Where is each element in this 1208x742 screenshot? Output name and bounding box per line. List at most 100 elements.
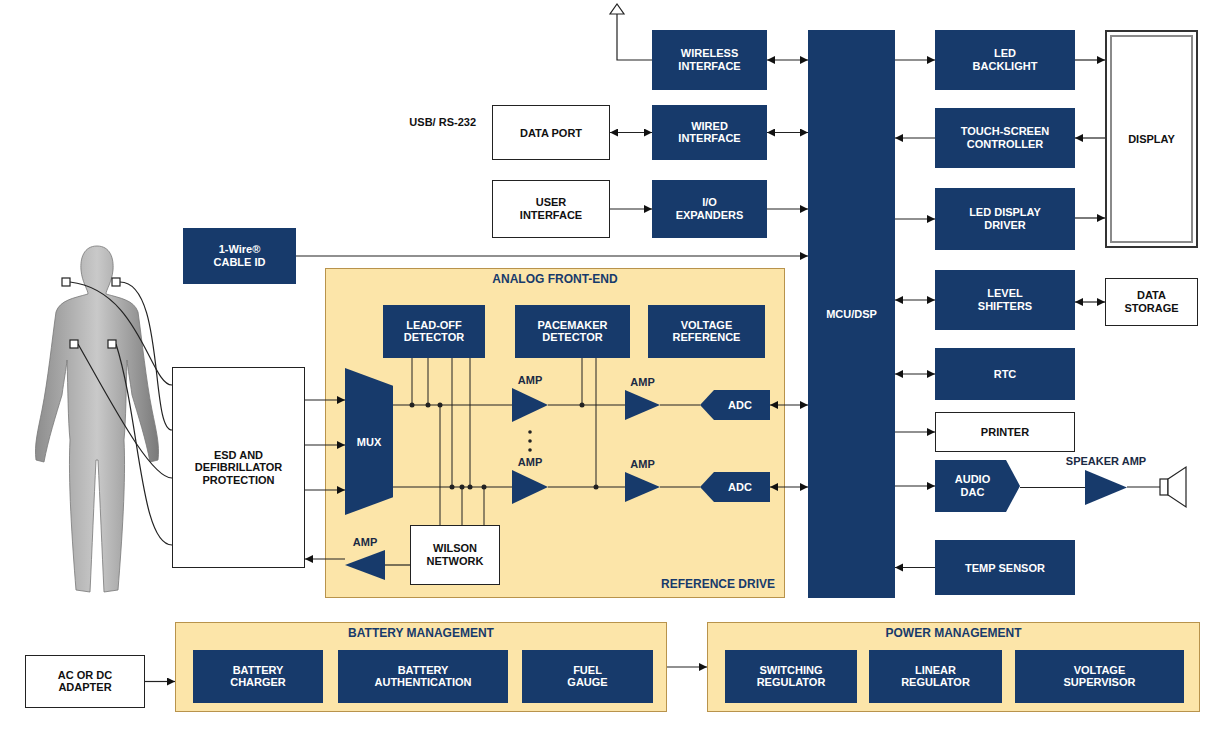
- amplifier-symbol: AMP: [345, 534, 385, 580]
- signal-connector: [895, 299, 935, 300]
- storage-box: DATA STORAGE: [1105, 278, 1198, 326]
- box-label: BATTERY AUTHENTICATION: [368, 664, 478, 689]
- signal-connector: [296, 255, 808, 256]
- regulator-block: LINEAR REGULATOR: [869, 650, 1002, 703]
- adc-symbol: ADC: [700, 390, 770, 420]
- driver-block: LED DISPLAY DRIVER: [935, 188, 1075, 250]
- gauge-block: FUEL GAUGE: [522, 650, 653, 703]
- box-label: MUX: [357, 435, 381, 448]
- electrode: [62, 278, 120, 348]
- box-label: BATTERY CHARGER: [218, 664, 298, 689]
- speaker: [1127, 467, 1186, 507]
- interface-block: WIRELESS INTERFACE: [652, 30, 767, 90]
- box-label: VOLTAGE SUPERVISOR: [1055, 664, 1145, 689]
- signal-connector: [610, 132, 652, 133]
- box-label: LED BACKLIGHT: [965, 47, 1045, 72]
- amplifier-symbol-shape: [625, 472, 660, 502]
- amplifier-symbol-outline: [625, 390, 660, 420]
- panel-title: POWER MANAGEMENT: [707, 627, 1200, 641]
- box-label: FUEL GAUGE: [553, 664, 623, 689]
- symbol-label: AMP: [518, 454, 542, 470]
- detector-block: PACEMAKER DETECTOR: [515, 305, 630, 358]
- port-label: USB/ RS-232: [406, 116, 476, 129]
- signal-connector: [660, 404, 700, 405]
- protection-box: ESD AND DEFIBRILLATOR PROTECTION: [172, 367, 305, 568]
- box-label: WIRELESS INTERFACE: [665, 47, 755, 72]
- power-panel: POWER MANAGEMENT SWITCHING REGULATOR LINEA…: [707, 622, 1200, 712]
- box-label: TEMP SENSOR: [965, 561, 1045, 574]
- signal-connector: [393, 486, 512, 487]
- auth-block: BATTERY AUTHENTICATION: [338, 650, 508, 703]
- display-box: DISPLAY: [1105, 30, 1198, 248]
- box-label: ESD AND DEFIBRILLATOR PROTECTION: [189, 449, 289, 487]
- signal-connector: [305, 444, 345, 445]
- adc-symbol-shape: [700, 472, 770, 502]
- box-label: DISPLAY: [1128, 133, 1175, 146]
- amplifier-symbol-outline: [345, 550, 385, 580]
- box-label: TOUCH-SCREEN CONTROLLER: [955, 125, 1055, 150]
- signal-connector: [305, 558, 345, 559]
- box-label: ADC: [728, 481, 752, 494]
- panel-title: ANALOG FRONT-END: [325, 273, 785, 287]
- box-label: SWITCHING REGULATOR: [746, 664, 836, 689]
- signal-connector: [767, 132, 808, 133]
- input-box: USER INTERFACE: [492, 180, 610, 238]
- symbol-label: AMP: [630, 374, 654, 390]
- symbol-label: SPEAKER AMP: [1066, 452, 1146, 470]
- signal-connector: [767, 59, 808, 60]
- box-label: AUDIO DAC: [948, 473, 998, 498]
- interface-block: LEVEL SHIFTERS: [935, 270, 1075, 330]
- adc-symbol: ADC: [700, 472, 770, 502]
- signal-connector: [895, 137, 935, 138]
- box-label: DATA STORAGE: [1117, 289, 1187, 314]
- box-label: WIRED INTERFACE: [670, 120, 750, 145]
- signal-connector: [895, 431, 935, 432]
- reference-block: VOLTAGE REFERENCE: [648, 305, 765, 358]
- amplifier-symbol-shape: [512, 388, 548, 422]
- adapter-box: AC OR DC ADAPTER: [25, 655, 145, 708]
- signal-connector: [1075, 217, 1105, 218]
- signal-connector: [1020, 487, 1085, 488]
- box-label: 1-Wire® CABLE ID: [205, 243, 275, 268]
- afe-panel: ANALOG FRONT-END REFERENCE DRIVE LEAD-OFF …: [325, 268, 785, 598]
- signal-connector: [1075, 137, 1105, 138]
- signal-connector: [895, 485, 935, 486]
- symbol-label: AMP: [518, 372, 542, 388]
- signal-connector: [385, 564, 410, 565]
- adc-symbol-shape: [700, 390, 770, 420]
- signal-connector: [1075, 59, 1105, 60]
- signal-connector: [548, 486, 625, 487]
- signal-connector: [393, 404, 512, 405]
- amplifier-symbol: AMP: [512, 372, 548, 422]
- box-label: I/O EXPANDERS: [670, 196, 750, 221]
- dac-symbol-shape: [935, 460, 1020, 512]
- box-label: LEVEL SHIFTERS: [965, 287, 1045, 312]
- supervisor-block: VOLTAGE SUPERVISOR: [1015, 650, 1184, 703]
- controller-block: TOUCH-SCREEN CONTROLLER: [935, 108, 1075, 168]
- box-label: LINEAR REGULATOR: [896, 664, 976, 689]
- amplifier-symbol-shape: [512, 470, 548, 504]
- box-label: LEAD-OFF DETECTOR: [394, 319, 474, 344]
- regulator-block: SWITCHING REGULATOR: [725, 650, 857, 703]
- box-label: DATA PORT: [516, 126, 586, 139]
- amplifier-symbol-shape: [1085, 470, 1127, 505]
- antenna: [610, 4, 652, 60]
- signal-connector: [610, 208, 652, 209]
- symbol-label: AMP: [630, 456, 654, 472]
- signal-connector: [895, 218, 935, 219]
- signal-connector: [895, 59, 935, 60]
- signal-connector: [767, 208, 808, 209]
- battery-panel: BATTERY MANAGEMENTBATTERY CHARGERBATTERY…: [175, 622, 667, 712]
- panel-note: REFERENCE DRIVE: [661, 578, 775, 592]
- signal-connector: [667, 666, 707, 667]
- signal-connector: [305, 489, 345, 490]
- box-label: USER INTERFACE: [511, 196, 591, 221]
- box-label: WILSON NETWORK: [420, 542, 490, 567]
- processor-block: MCU/DSP: [808, 30, 895, 598]
- amplifier-symbol-outline: [625, 472, 660, 502]
- signal-connector: [145, 681, 175, 682]
- signal-connector: [895, 373, 935, 374]
- sensor-block: TEMP SENSOR: [935, 540, 1075, 595]
- mux-symbol-shape: [345, 368, 393, 515]
- human-body: [35, 246, 158, 592]
